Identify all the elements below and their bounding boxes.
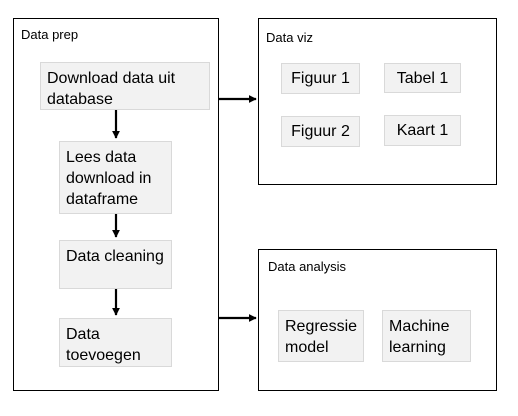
- table-1-box: Tabel 1: [384, 63, 461, 93]
- map-1-box: Kaart 1: [384, 115, 461, 146]
- read-data-box: Lees data download in dataframe: [59, 141, 172, 214]
- data-viz-title: Data viz: [266, 30, 313, 45]
- figure-2-box: Figuur 2: [281, 116, 360, 147]
- figure-1-box: Figuur 1: [281, 63, 360, 94]
- data-prep-panel: Data prep Download data uit database Lee…: [13, 18, 219, 391]
- data-viz-panel: Data viz Figuur 1 Tabel 1 Figuur 2 Kaart…: [258, 18, 497, 185]
- data-cleaning-box: Data cleaning: [59, 240, 172, 289]
- data-analysis-panel: Data analysis Regressie model Machine le…: [258, 249, 497, 391]
- download-data-box: Download data uit database: [40, 62, 210, 110]
- data-prep-title: Data prep: [21, 27, 79, 42]
- regression-model-box: Regressie model: [278, 310, 364, 362]
- machine-learning-box: Machine learning: [382, 310, 471, 362]
- data-analysis-title: Data analysis: [268, 259, 347, 274]
- data-add-box: Data toevoegen: [59, 318, 172, 367]
